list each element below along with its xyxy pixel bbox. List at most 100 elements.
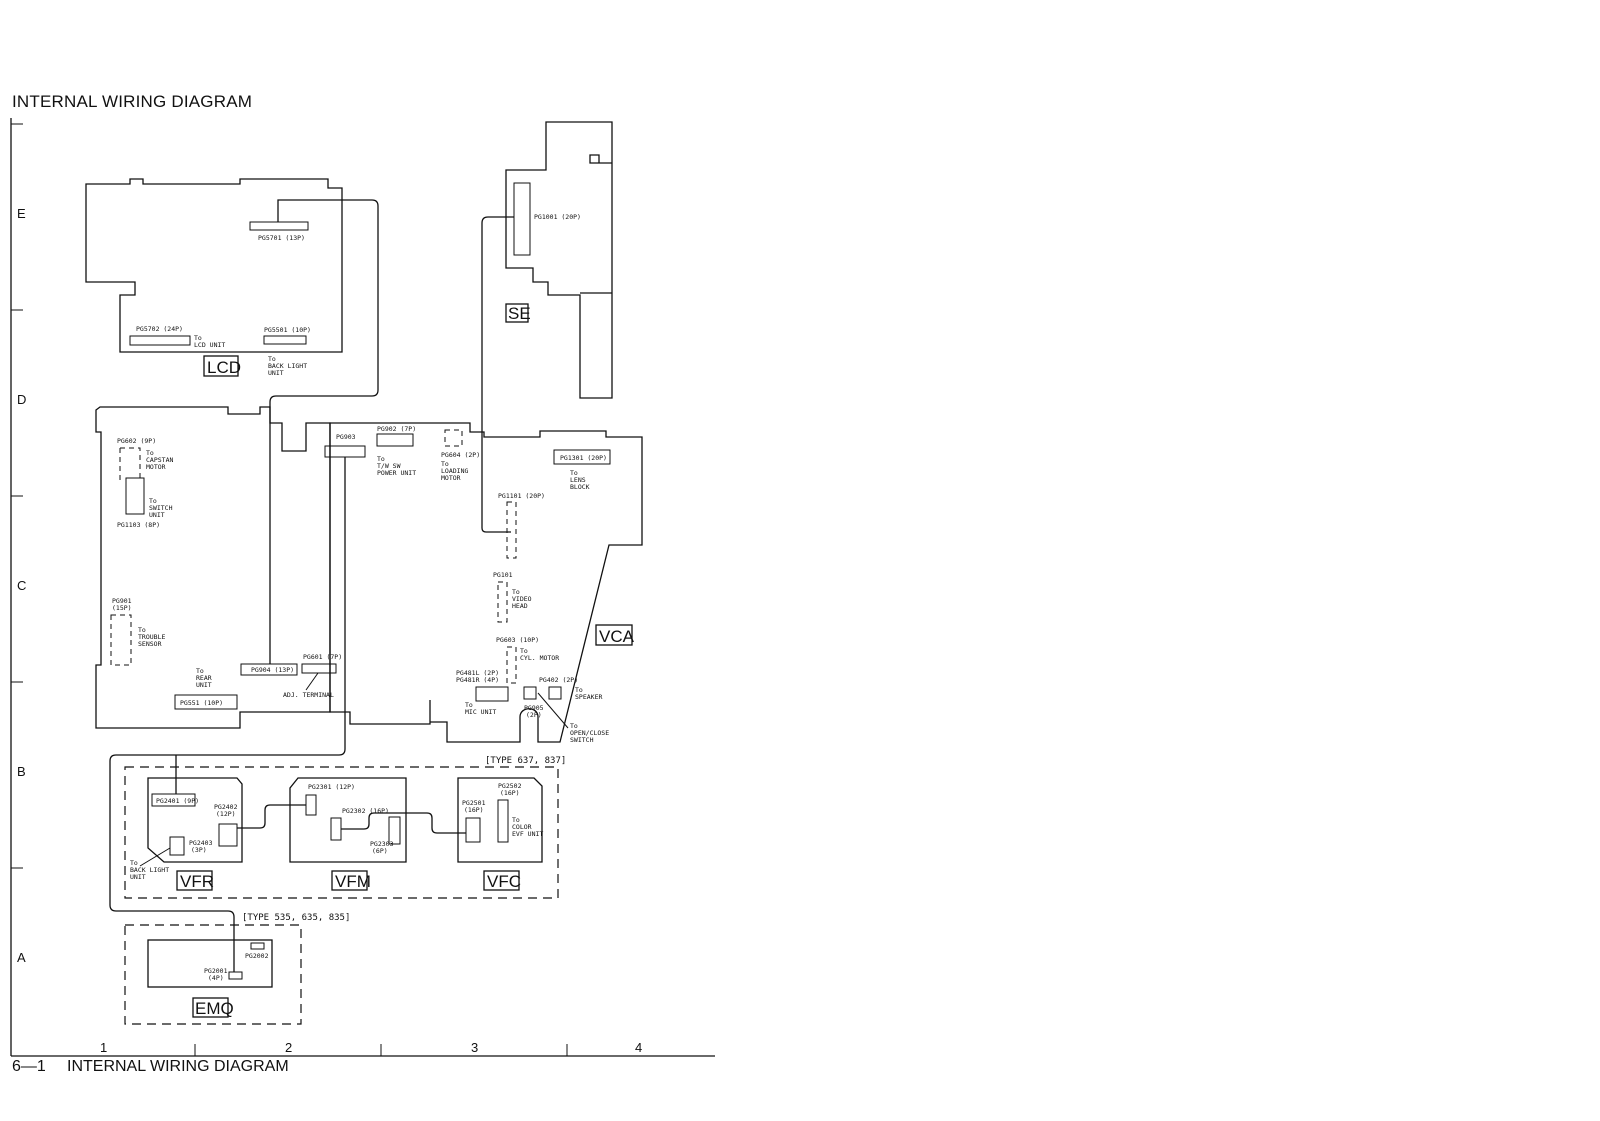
pg481-connector bbox=[475, 686, 509, 702]
pg904-connector bbox=[240, 663, 298, 676]
emq-board-label-box bbox=[192, 997, 229, 1018]
to-evf-back-light-text: BACK LIGHT bbox=[130, 866, 169, 874]
pg1301-connector bbox=[553, 449, 611, 465]
evf-type-label: [TYPE 637, 837] bbox=[485, 756, 566, 766]
adj-terminal-label: ADJ. TERMINAL bbox=[283, 691, 334, 699]
to-color-evf-text: COLOR bbox=[512, 823, 532, 831]
pg1001-connector bbox=[513, 182, 531, 256]
to-speaker-text: SPEAKER bbox=[575, 693, 602, 701]
row-label-e: E bbox=[17, 206, 26, 221]
to-rear-text: REAR bbox=[196, 674, 212, 682]
col-label-1: 1 bbox=[100, 1040, 107, 1055]
to-capstan-label: To bbox=[146, 449, 154, 457]
pg2401-label: PG2401 (9P) bbox=[156, 797, 199, 805]
pg101-label: PG101 bbox=[493, 571, 513, 579]
pg601-label: PG601 (7P) bbox=[303, 653, 342, 661]
to-open-close-text: OPEN/CLOSE bbox=[570, 729, 609, 737]
vfc-board-outline bbox=[457, 777, 543, 863]
to-back-light-unit: UNIT bbox=[268, 369, 284, 377]
emq-board-outline bbox=[147, 939, 273, 988]
pg905-label: PG905 bbox=[524, 704, 544, 712]
se-board-label: SE bbox=[508, 304, 531, 323]
pg604-label: PG604 (2P) bbox=[441, 451, 480, 459]
pg905-connector bbox=[523, 686, 537, 700]
lcd-board-outline bbox=[85, 178, 343, 353]
emq-type-group bbox=[124, 924, 302, 1025]
to-cyl-motor: CYL. MOTOR bbox=[520, 654, 559, 662]
pg2302-connector bbox=[330, 817, 342, 841]
footer-title: INTERNAL WIRING DIAGRAM bbox=[67, 1058, 289, 1075]
pg101-connector bbox=[497, 581, 508, 623]
to-lens-label: To bbox=[570, 469, 578, 477]
vfr-board-outline bbox=[147, 777, 243, 863]
to-video-text: VIDEO bbox=[512, 595, 532, 603]
pg2303-label: PG2303 bbox=[370, 840, 394, 848]
row-label-a: A bbox=[17, 950, 26, 965]
vfr-board-label: VFR bbox=[180, 872, 214, 891]
main-left-board-outline bbox=[95, 406, 331, 729]
emq-type-label: [TYPE 535, 635, 835] bbox=[242, 913, 350, 923]
pg2301-label: PG2301 (12P) bbox=[308, 783, 355, 791]
to-evf-back-light-unit: UNIT bbox=[130, 873, 146, 881]
to-trouble-text: TROUBLE bbox=[138, 633, 165, 641]
pg2502-connector bbox=[497, 799, 509, 843]
col-label-2: 2 bbox=[285, 1040, 292, 1055]
pg2402-connector bbox=[218, 823, 238, 847]
to-power-unit: POWER UNIT bbox=[377, 469, 416, 477]
to-tw-sw-label: To bbox=[377, 455, 385, 463]
to-lcd-unit-text: LCD UNIT bbox=[194, 341, 225, 349]
to-switch-label: To bbox=[149, 497, 157, 505]
pg551-connector bbox=[174, 694, 238, 710]
pg5702-label: PG5702 (24P) bbox=[136, 325, 183, 333]
lcd-board-label: LCD bbox=[207, 358, 241, 377]
to-open-close-switch: SWITCH bbox=[570, 736, 594, 744]
vfm-board-label: VFM bbox=[335, 872, 371, 891]
pg2002-label: PG2002 bbox=[245, 952, 269, 960]
pg2403-pins: (3P) bbox=[191, 846, 207, 854]
col-label-3: 3 bbox=[471, 1040, 478, 1055]
vfc-board-label: VFC bbox=[487, 872, 521, 891]
pg1103-label: PG1103 (8P) bbox=[117, 521, 160, 529]
pg905-pins: (2P) bbox=[526, 711, 542, 719]
to-back-light-text: BACK LIGHT bbox=[268, 362, 307, 370]
to-switch-unit: UNIT bbox=[149, 511, 165, 519]
pg903-label: PG903 bbox=[336, 433, 356, 441]
to-back-light-label: To bbox=[268, 355, 276, 363]
vfr-board-label-box bbox=[176, 870, 213, 891]
pg2302-label: PG2302 (16P) bbox=[342, 807, 389, 815]
pg5501-connector bbox=[263, 335, 307, 345]
pg2303-connector bbox=[388, 816, 401, 845]
pg2001-label: PG2001 bbox=[204, 967, 228, 975]
lcd-board-label-box bbox=[203, 355, 239, 377]
to-loading-text: LOADING bbox=[441, 467, 468, 475]
pg5501-label: PG5501 (10P) bbox=[264, 326, 311, 334]
to-rear-label: To bbox=[196, 667, 204, 675]
to-mic-unit: MIC UNIT bbox=[465, 708, 496, 716]
col-label-4: 4 bbox=[635, 1040, 642, 1055]
to-capstan-text: CAPSTAN bbox=[146, 456, 173, 464]
pg1103-connector bbox=[125, 477, 145, 515]
vfc-board-label-box bbox=[483, 870, 520, 891]
pg603-connector bbox=[506, 646, 517, 684]
pg904-label: PG904 (13P) bbox=[251, 666, 294, 674]
to-lens-text: LENS bbox=[570, 476, 586, 484]
pg2501-label: PG2501 bbox=[462, 799, 486, 807]
pg402-label: PG402 (2P) bbox=[539, 676, 578, 684]
to-video-label: To bbox=[512, 588, 520, 596]
to-trouble-sensor: SENSOR bbox=[138, 640, 162, 648]
pg2403-connector bbox=[169, 836, 185, 856]
evf-type-group bbox=[124, 766, 559, 899]
row-label-d: D bbox=[17, 392, 26, 407]
pg402-connector bbox=[548, 686, 562, 700]
emq-board-label: EMQ bbox=[195, 999, 234, 1018]
to-lens-block: BLOCK bbox=[570, 483, 590, 491]
se-board-outline bbox=[505, 121, 613, 399]
pg601-connector bbox=[301, 663, 337, 674]
pg603-label: PG603 (10P) bbox=[496, 636, 539, 644]
to-rear-unit: UNIT bbox=[196, 681, 212, 689]
row-label-b: B bbox=[17, 764, 26, 779]
se-board-label-box bbox=[505, 303, 529, 323]
to-mic-label: To bbox=[465, 701, 473, 709]
pg902-connector bbox=[376, 433, 414, 447]
pg5701-connector bbox=[249, 221, 309, 231]
